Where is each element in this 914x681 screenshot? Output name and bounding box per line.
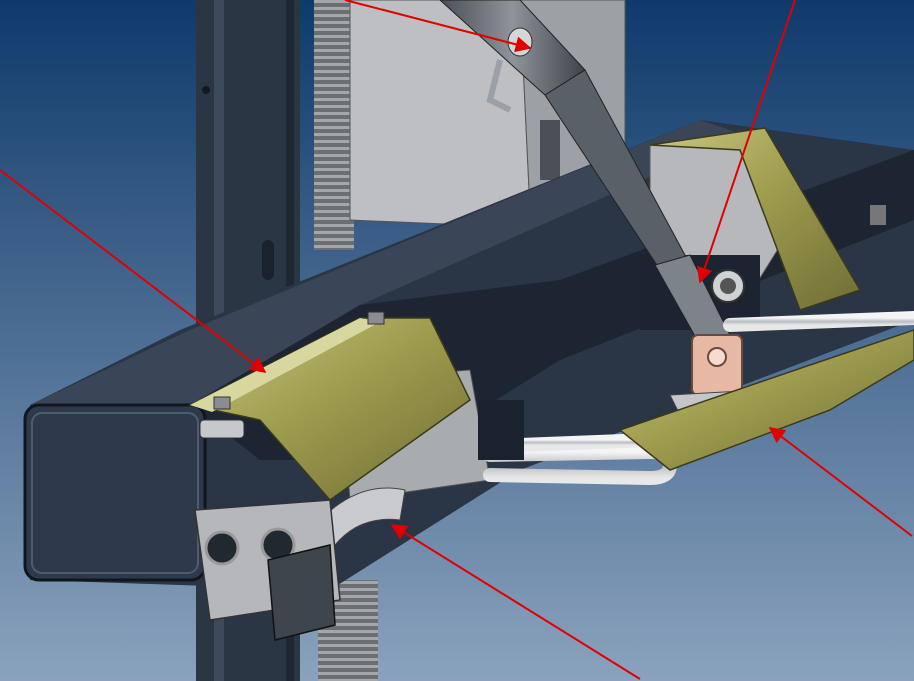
clamp-block <box>194 499 341 641</box>
callout-lower-hook <box>390 524 641 680</box>
gas-spring <box>439 0 731 346</box>
right-bracket <box>649 127 862 311</box>
small-bolt-right <box>870 205 886 225</box>
callout-gas-spring-top <box>344 0 532 53</box>
callout-foot-plate <box>768 427 913 537</box>
left-bracket <box>187 311 471 502</box>
callout-clevis-joint <box>697 0 796 284</box>
callout-left-bracket <box>0 169 267 373</box>
screw-column-upper <box>314 0 354 250</box>
foot-plate <box>618 329 914 471</box>
lower-hook <box>319 487 406 546</box>
